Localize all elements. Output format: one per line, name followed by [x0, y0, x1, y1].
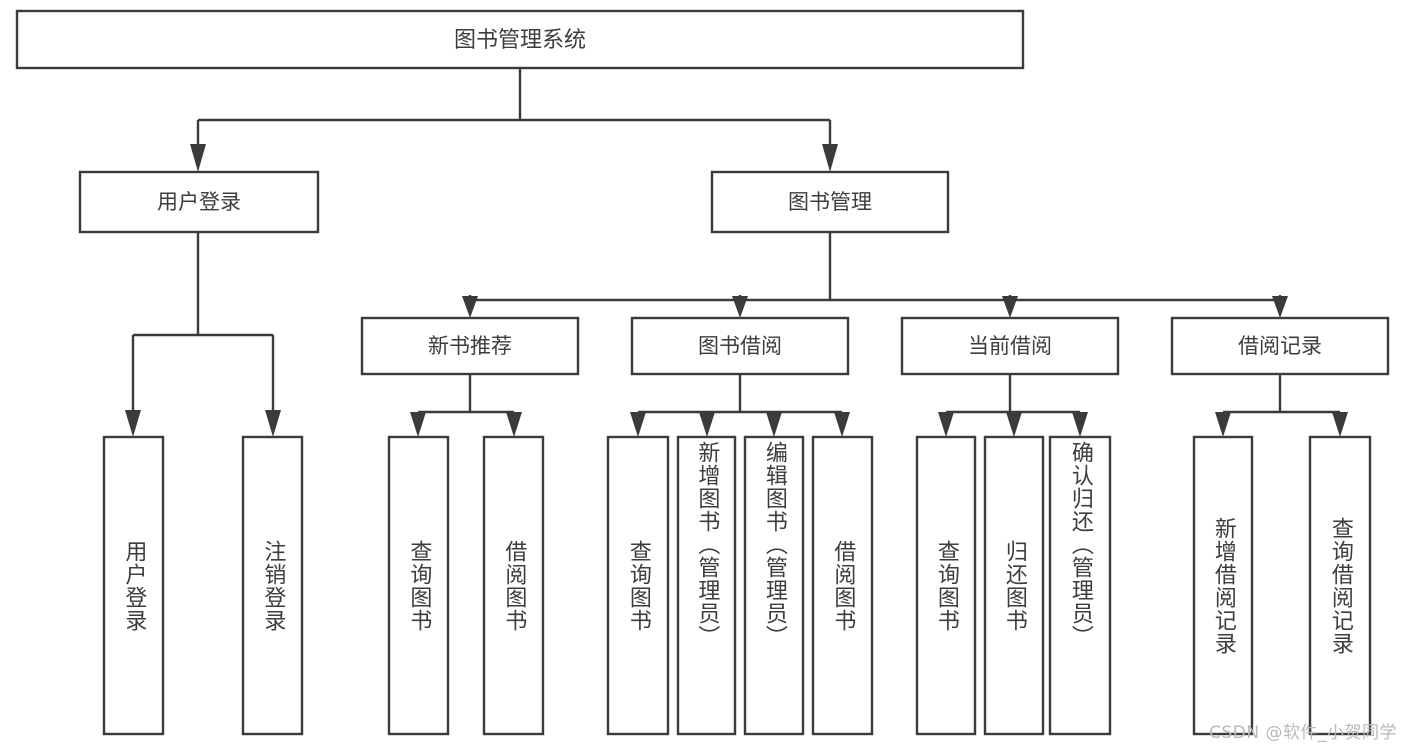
arrow-head-leaf-query-book-2 [630, 412, 646, 437]
node-borrow-record-box[interactable] [1170, 316, 1390, 376]
arrow-head-leaf-borrow-book-2 [834, 412, 850, 437]
node-borrow-record-label: 借阅记录 [1238, 334, 1322, 358]
leaf-box-add-book[interactable] [676, 435, 737, 736]
arrow-head-leaf-add-book [699, 412, 715, 437]
node-book-manage-label: 图书管理 [788, 190, 872, 214]
leaf-box-confirm-return[interactable] [1048, 435, 1112, 736]
arrow-head-leaf-query-book-3 [938, 412, 954, 437]
connector-group-new-book-rec [410, 374, 522, 437]
leaf-box-add-record[interactable] [1192, 435, 1254, 736]
arrow-head-leaf-borrow-book-1 [506, 412, 522, 437]
node-new-book-rec[interactable]: 新书推荐 [360, 316, 580, 376]
node-new-book-rec-box[interactable] [360, 316, 580, 376]
leaf-box-return-book[interactable] [983, 435, 1045, 736]
leaf-box-query-record[interactable] [1308, 435, 1372, 736]
node-user-login[interactable]: 用户登录 [78, 170, 320, 234]
node-current-borrow[interactable]: 当前借阅 [900, 316, 1120, 376]
node-borrow-record[interactable]: 借阅记录 [1170, 316, 1390, 376]
leaf-box-edit-book[interactable] [743, 435, 805, 736]
leaf-box-user-logout[interactable] [241, 435, 304, 736]
arrow-head-leaf-confirm-return [1072, 412, 1088, 437]
arrow-head-leaf-query-record [1332, 412, 1348, 437]
leaf-box-borrow-book-1[interactable] [482, 435, 545, 736]
arrow-head-leaf-user-logout [265, 410, 281, 437]
leaf-box-borrow-book-2[interactable] [811, 435, 874, 736]
leaf-box-query-book-1[interactable] [387, 435, 450, 736]
leaf-box-user-login[interactable] [102, 435, 165, 736]
arrow-head-current-borrow [1002, 296, 1018, 318]
node-root-label: 图书管理系统 [454, 28, 586, 53]
connector-group-borrow-record [1215, 374, 1348, 437]
arrow-head-new-book-rec [462, 296, 478, 318]
node-book-manage-box[interactable] [710, 170, 950, 234]
node-book-borrow[interactable]: 图书借阅 [630, 316, 850, 376]
node-book-manage[interactable]: 图书管理 [710, 170, 950, 234]
arrow-head-leaf-query-book-1 [410, 412, 426, 437]
arrow-head-leaf-edit-book [766, 412, 782, 437]
connector-group-book-manage [462, 232, 1288, 318]
connector-group-root [190, 68, 838, 172]
arrow-head-leaf-add-record [1215, 412, 1231, 437]
connector-group-user-login [125, 232, 281, 437]
node-root[interactable]: 图书管理系统 [15, 9, 1025, 70]
node-current-borrow-box[interactable] [900, 316, 1120, 376]
leaf-box-query-book-2[interactable] [606, 435, 670, 736]
arrow-head-book-borrow [732, 296, 748, 318]
connector-group-current-borrow [938, 374, 1088, 437]
node-new-book-rec-label: 新书推荐 [428, 334, 512, 358]
node-book-borrow-label: 图书借阅 [698, 334, 782, 358]
leaf-box-query-book-3[interactable] [915, 435, 977, 736]
arrow-head-leaf-return-book [1006, 412, 1022, 437]
leaf-box-group [102, 435, 1372, 736]
node-book-borrow-box[interactable] [630, 316, 850, 376]
arrow-head-book-manage [822, 144, 838, 172]
arrow-head-borrow-record [1272, 296, 1288, 318]
node-user-login-box[interactable] [78, 170, 320, 234]
arrow-head-user-login [190, 144, 206, 172]
node-user-login-label: 用户登录 [157, 190, 241, 214]
arrow-head-leaf-user-login [125, 410, 141, 437]
connector-group-book-borrow [630, 374, 850, 437]
node-current-borrow-label: 当前借阅 [968, 334, 1052, 358]
node-root-box[interactable] [15, 9, 1025, 70]
